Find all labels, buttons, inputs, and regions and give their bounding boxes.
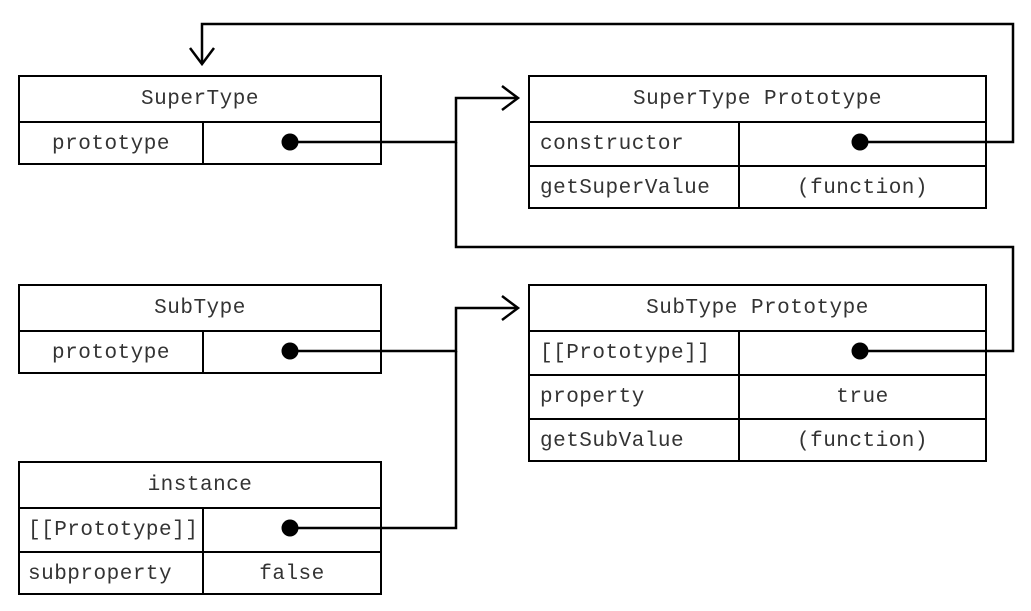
arrowhead-supertype-prototype — [501, 85, 521, 111]
instance-proto-key: [[Prototype]] — [28, 518, 199, 542]
supertype-prototype-box: SuperType Prototype constructor getSuper… — [528, 75, 987, 209]
property-value: true — [738, 376, 985, 418]
instance-box: instance [[Prototype]] subproperty false — [18, 461, 382, 595]
constructor-key: constructor — [540, 132, 685, 156]
arrowhead-constructor — [189, 47, 215, 67]
getsubvalue-value: (function) — [738, 420, 985, 462]
subproperty-value: false — [202, 553, 380, 595]
instance-title: instance — [147, 473, 253, 497]
getsubvalue-key: getSubValue — [540, 429, 685, 453]
supertype-prototype-value — [202, 123, 380, 165]
supertype-prototype-title: SuperType Prototype — [633, 87, 882, 111]
subtype-title: SubType — [154, 296, 246, 320]
instance-proto-value — [202, 509, 380, 551]
subtype-prototype-row: prototype — [20, 330, 380, 374]
subtype-prototype-value — [202, 332, 380, 374]
subtype-title-row: SubType — [20, 286, 380, 330]
subtype-prototype-box: SubType Prototype [[Prototype]] property… — [528, 284, 987, 462]
supertype-prototype-constructor-row: constructor — [530, 121, 985, 165]
getsupervalue-key: getSuperValue — [540, 176, 711, 200]
instance-proto-row: [[Prototype]] — [20, 507, 380, 551]
subtype-box: SubType prototype — [18, 284, 382, 374]
supertype-prototype-title-row: SuperType Prototype — [530, 77, 985, 121]
supertype-title-row: SuperType — [20, 77, 380, 121]
subtype-prototype-title: SubType Prototype — [646, 296, 869, 320]
supertype-prototype-key: prototype — [52, 132, 170, 156]
getsupervalue-value: (function) — [738, 167, 985, 209]
subtype-prototype-proto-key: [[Prototype]] — [540, 341, 711, 365]
subtype-prototype-title-row: SubType Prototype — [530, 286, 985, 330]
subtype-prototype-property-row: property true — [530, 374, 985, 418]
supertype-title: SuperType — [141, 87, 259, 111]
constructor-value — [738, 123, 985, 165]
subtype-prototype-getsubvalue-row: getSubValue (function) — [530, 418, 985, 462]
subtype-prototype-proto-value — [738, 332, 985, 374]
instance-title-row: instance — [20, 463, 380, 507]
instance-subproperty-row: subproperty false — [20, 551, 380, 595]
supertype-prototype-row: prototype — [20, 121, 380, 165]
subproperty-key: subproperty — [28, 562, 173, 586]
subtype-prototype-proto-row: [[Prototype]] — [530, 330, 985, 374]
supertype-box: SuperType prototype — [18, 75, 382, 165]
subtype-prototype-key: prototype — [52, 341, 170, 365]
property-key: property — [540, 385, 645, 409]
arrowhead-subtype-prototype — [501, 295, 521, 321]
supertype-prototype-getsupervalue-row: getSuperValue (function) — [530, 165, 985, 209]
